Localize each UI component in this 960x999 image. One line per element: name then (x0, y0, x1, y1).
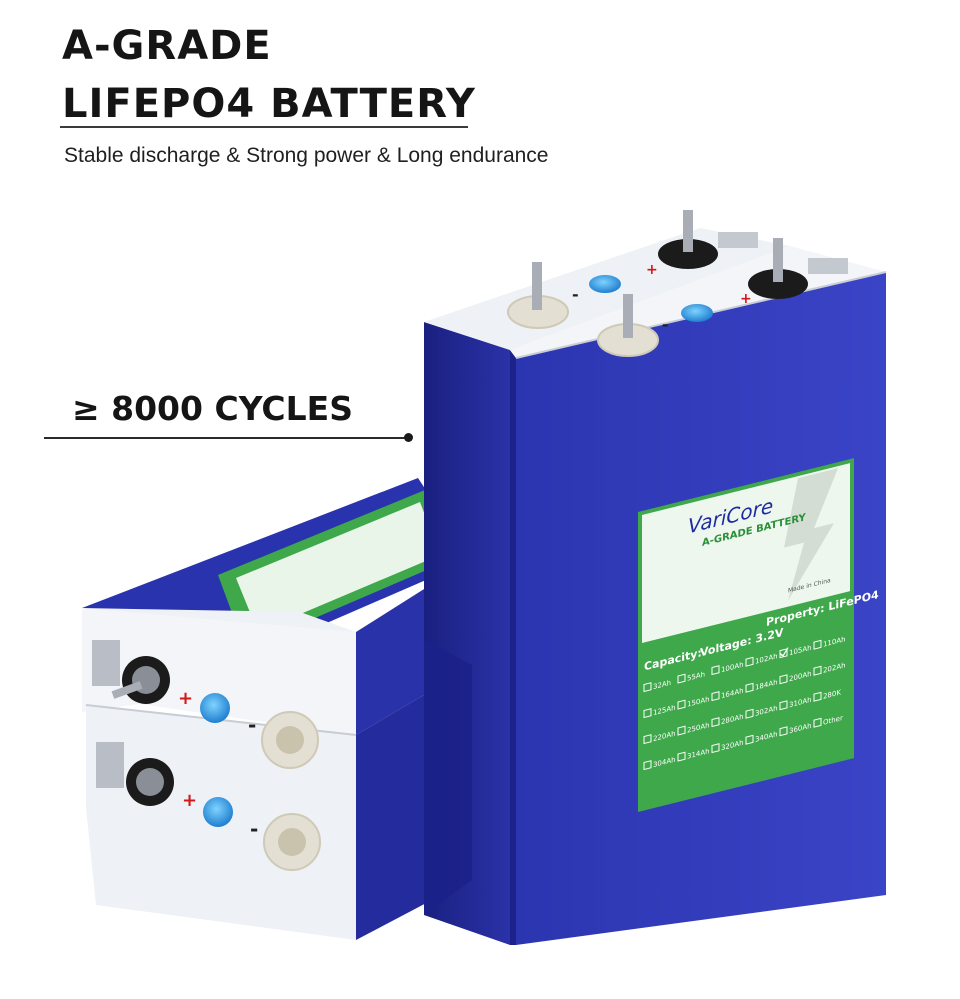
headline-line-2: LIFEPO4 BATTERY (62, 81, 476, 127)
capacity-checkbox (745, 682, 754, 693)
capacity-checkbox (677, 699, 686, 710)
capacity-checkbox (643, 760, 652, 771)
headline-line-1: A-GRADE (62, 23, 272, 69)
capacity-checkbox (813, 717, 822, 728)
product-label: VariCore A-GRADE BATTERY Made in China P… (638, 458, 879, 812)
qr-code-icon (808, 258, 848, 274)
minus-sign: - (662, 315, 669, 334)
qr-code-icon (92, 640, 120, 686)
capacity-checkbox (745, 656, 754, 667)
capacity-checkbox (813, 639, 822, 650)
qr-code-icon (718, 232, 758, 248)
cycles-callout: ≥ 8000 CYCLES (72, 389, 353, 428)
capacity-checkbox (745, 708, 754, 719)
checkmark-icon (779, 647, 789, 657)
capacity-checkbox (711, 743, 720, 754)
plus-sign: + (178, 688, 193, 709)
cycles-leader-line (44, 437, 408, 439)
capacity-checkbox (677, 725, 686, 736)
positive-terminal-icon (658, 239, 718, 269)
capacity-checkbox (779, 726, 788, 737)
vent-icon (681, 304, 713, 322)
vent-icon (589, 275, 621, 293)
lying-cell-label-panel (236, 502, 440, 632)
headline-subtitle: Stable discharge & Strong power & Long e… (64, 144, 549, 167)
vent-icon (200, 693, 230, 723)
capacity-checkbox (677, 673, 686, 684)
positive-terminal-icon (748, 269, 808, 299)
capacity-checkbox (643, 708, 652, 719)
minus-sign: - (248, 713, 256, 737)
capacity-checkbox (779, 674, 788, 685)
capacity-checkbox (779, 700, 788, 711)
capacity-checkbox (711, 665, 720, 676)
minus-sign: - (250, 817, 258, 841)
cycles-leader-dot (404, 433, 413, 442)
capacity-checkbox (711, 691, 720, 702)
vent-icon (203, 797, 233, 827)
plus-sign: + (740, 291, 752, 307)
capacity-checkbox (813, 665, 822, 676)
headline-underline (60, 126, 468, 128)
plus-sign: + (646, 262, 658, 278)
minus-sign: - (572, 285, 579, 304)
qr-code-icon (96, 742, 124, 788)
capacity-checkbox (677, 751, 686, 762)
capacity-checkbox (643, 734, 652, 745)
lying-battery-stack: + - + - (82, 478, 472, 940)
standing-battery-pair: + - + - VariCore A-GRADE BATTERY Made in… (424, 210, 887, 945)
capacity-checkbox (813, 691, 822, 702)
capacity-checkbox (711, 717, 720, 728)
capacity-checkbox (745, 734, 754, 745)
capacity-checkbox (643, 682, 652, 693)
plus-sign: + (182, 790, 197, 811)
